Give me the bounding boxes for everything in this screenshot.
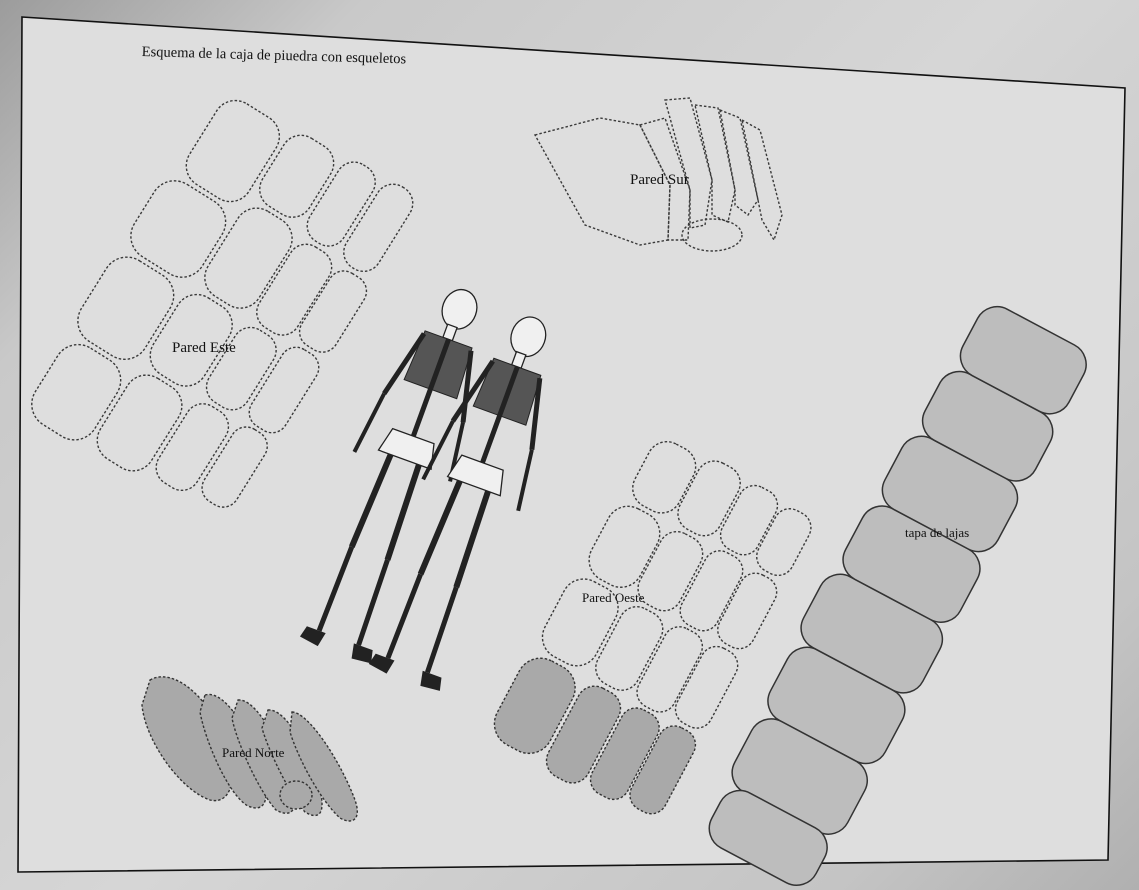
label-pared-oeste: Pared Oeste (582, 590, 644, 606)
label-pared-sur: Pared Sur (630, 172, 689, 189)
label-pared-norte: Pared Norte (222, 745, 284, 761)
label-pared-este: Pared Este (172, 340, 236, 357)
label-tapa-de-lajas: tapa de lajas (905, 525, 969, 541)
